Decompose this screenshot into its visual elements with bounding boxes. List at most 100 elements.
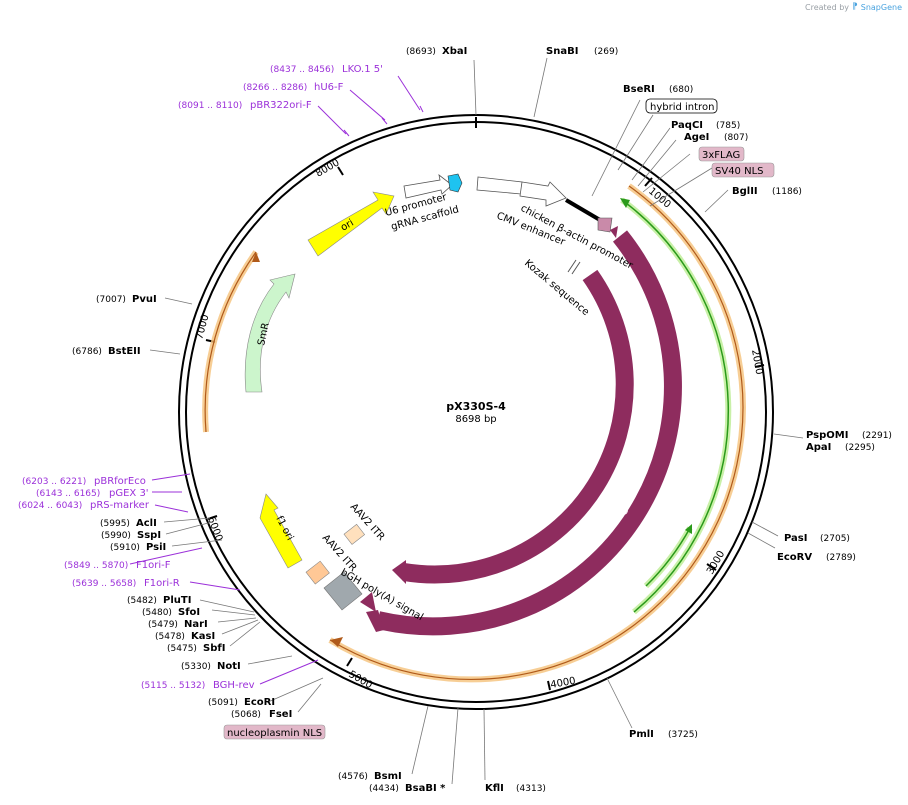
- site-pvui: PvuI: [132, 294, 157, 305]
- site-paqci: PaqCI: [671, 120, 703, 131]
- site-kasi-pos: (5478): [155, 632, 185, 642]
- site-acli-pos: (5995): [100, 519, 130, 529]
- primer-f1orir-range: (5639 .. 5658): [72, 579, 136, 589]
- site-pluti-pos: (5482): [127, 596, 157, 606]
- primer-leader-lines: [129, 75, 424, 685]
- site-bsmi: BsmI: [374, 771, 402, 782]
- smr-feature: SmR: [244, 273, 296, 393]
- kozak-feature: Kozak sequence: [522, 258, 591, 318]
- site-pasi: PasI: [784, 533, 807, 544]
- tick-label-4000: 4000: [550, 676, 577, 691]
- flag-label: 3xFLAG: [702, 150, 740, 161]
- site-sfoi-pos: (5480): [142, 608, 172, 618]
- site-ecori-pos: (5091): [208, 698, 238, 708]
- tick-label-2000: 2000: [749, 349, 764, 376]
- site-acli: AclI: [136, 518, 157, 529]
- kozak-label: Kozak sequence: [522, 258, 591, 318]
- primer-lko1: LKO.1 5': [342, 64, 383, 75]
- site-agei-pos: (807): [724, 133, 748, 143]
- site-snabi: SnaBI: [546, 46, 578, 57]
- site-psppomi-pos: (2291): [862, 431, 892, 441]
- primer-f1orif-range: (5849 .. 5870): [64, 561, 128, 571]
- site-apai-pos: (2295): [845, 443, 875, 453]
- hybrid-intron-label: hybrid intron: [650, 102, 714, 113]
- primer-hu6f: hU6-F: [314, 82, 344, 93]
- site-xbai: XbaI: [442, 46, 467, 57]
- ori-feature: ori: [307, 191, 395, 257]
- restriction-sites: (8693) XbaI SnaBI (269) BseRI (680) PaqC…: [72, 46, 892, 794]
- site-bsabi-pos: (4434): [369, 784, 399, 794]
- site-nari-pos: (5479): [148, 620, 178, 630]
- site-bglii-pos: (1186): [772, 187, 802, 197]
- orf-bands: [620, 197, 732, 615]
- cas9-outer-label: Cas9: [657, 522, 676, 549]
- transcript-band: [202, 183, 746, 683]
- site-bseri-pos: (680): [669, 85, 693, 95]
- f1-ori-feature: f1 ori: [259, 493, 303, 569]
- created-by-label: Created by: [805, 2, 850, 12]
- site-psii-pos: (5910): [110, 543, 140, 553]
- site-bsabi: BsaBI *: [405, 783, 446, 794]
- site-paqci-pos: (785): [716, 121, 740, 131]
- site-noti-pos: (5330): [181, 662, 211, 672]
- site-kasi: KasI: [191, 631, 215, 642]
- primer-pbr322orif: pBR322ori-F: [250, 100, 312, 111]
- tick-label-1000: 1000: [646, 186, 673, 211]
- sv40-nls-label: SV40 NLS: [715, 166, 764, 177]
- site-sbfi-pos: (5475): [167, 644, 197, 654]
- nucleoplasmin-nls-label: nucleoplasmin NLS: [227, 728, 322, 739]
- site-psii: PsiI: [146, 542, 166, 553]
- site-psppomi: PspOMI: [806, 430, 848, 441]
- tick-label-7000: 7000: [194, 313, 211, 340]
- site-ecorv: EcoRV: [777, 552, 812, 563]
- site-pmli: PmlI: [629, 729, 654, 740]
- site-noti: NotI: [217, 661, 241, 672]
- primer-labels: (8437 .. 8456) LKO.1 5' (8266 .. 8286) h…: [18, 64, 383, 691]
- primer-pgex3: pGEX 3': [109, 488, 149, 499]
- primer-prsmarker: pRS-marker: [90, 500, 150, 511]
- site-sspi: SspI: [137, 530, 161, 541]
- site-nari: NarI: [184, 619, 208, 630]
- tick-label-5000: 5000: [347, 669, 375, 691]
- site-fsei-pos: (5068): [231, 710, 261, 720]
- site-fsei: FseI: [269, 709, 292, 720]
- site-bsmi-pos: (4576): [338, 772, 368, 782]
- plasmid-name: pX330S-4: [446, 400, 506, 413]
- site-apai: ApaI: [806, 442, 831, 453]
- snapgene-name: SnapGene: [860, 2, 902, 12]
- site-xbai-pos: (8693): [406, 47, 436, 57]
- site-ecorv-pos: (2789): [826, 553, 856, 563]
- site-bsteii-pos: (6786): [72, 347, 102, 357]
- site-pasi-pos: (2705): [820, 534, 850, 544]
- u6-promoter-feature: U6 promoter gRNA scaffold: [384, 173, 463, 233]
- cas9-inner-feature: Cas9: [392, 269, 637, 584]
- snapgene-logo-icon: ⁋: [852, 2, 858, 12]
- site-snabi-pos: (269): [594, 47, 618, 57]
- chicken-actin-label: chicken β-actin promoter: [519, 203, 636, 272]
- site-kfli-pos: (4313): [516, 784, 546, 794]
- smr-label: SmR: [256, 322, 272, 347]
- site-leader-lines: [149, 57, 804, 785]
- site-agei: AgeI: [684, 132, 709, 143]
- scale-ticks: [205, 117, 765, 691]
- site-kfli: KflI: [485, 783, 504, 794]
- snapgene-credit: Created by ⁋ SnapGene: [805, 2, 902, 12]
- primer-f1orif: F1ori-F: [136, 560, 171, 571]
- site-bsteii: BstEII: [108, 346, 141, 357]
- site-sfoi: SfoI: [178, 607, 200, 618]
- primer-pbr322orif-range: (8091 .. 8110): [178, 101, 242, 111]
- plasmid-length: 8698 bp: [455, 414, 496, 425]
- primer-bghrev: BGH-rev: [213, 680, 255, 691]
- site-bglii: BglII: [732, 186, 758, 197]
- primer-lko1-range: (8437 .. 8456): [270, 65, 334, 75]
- primer-prsmarker-range: (6024 .. 6043): [18, 501, 82, 511]
- primer-f1orir: F1ori-R: [144, 578, 180, 589]
- primer-hu6f-range: (8266 .. 8286): [243, 83, 307, 93]
- site-bseri: BseRI: [623, 84, 655, 95]
- primer-pbrforeco-range: (6203 .. 6221): [22, 477, 86, 487]
- primer-bghrev-range: (5115 .. 5132): [141, 681, 205, 691]
- site-pluti: PluTI: [163, 595, 191, 606]
- primer-pgex3-range: (6143 .. 6165): [36, 489, 100, 499]
- plasmid-center: pX330S-4 8698 bp: [446, 400, 506, 425]
